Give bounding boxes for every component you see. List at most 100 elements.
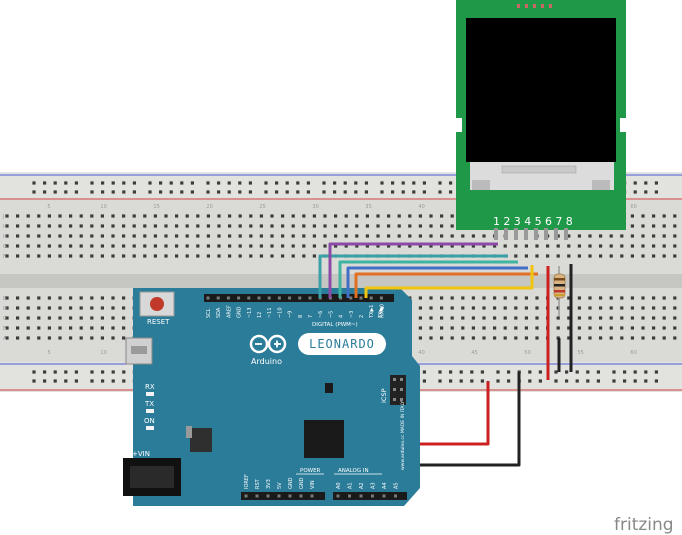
breadboard-hole — [281, 224, 285, 228]
breadboard-hole — [471, 234, 475, 238]
breadboard-hole — [567, 244, 571, 248]
breadboard-hole — [514, 316, 518, 320]
breadboard-hole — [588, 254, 592, 258]
row-letter: E — [3, 296, 6, 302]
rail-hole — [401, 181, 405, 185]
breadboard-hole — [26, 234, 30, 238]
rail-hole — [238, 181, 242, 185]
resistor — [553, 266, 566, 316]
breadboard-hole — [652, 306, 656, 310]
breadboard-hole — [122, 244, 126, 248]
header-pin — [299, 494, 303, 498]
icsp-label: ICSP — [380, 388, 388, 403]
breadboard-hole — [334, 214, 338, 218]
rail-hole — [596, 370, 600, 374]
breadboard-hole — [482, 244, 486, 248]
breadboard-hole — [259, 214, 263, 218]
rail-hole — [565, 379, 569, 383]
rail-hole — [322, 190, 326, 194]
breadboard-hole — [365, 214, 369, 218]
breadboard-hole — [58, 306, 62, 310]
breadboard-hole — [514, 244, 518, 248]
header-pin — [348, 494, 351, 498]
row-letter: A — [3, 336, 7, 342]
breadboard-hole — [588, 326, 592, 330]
voltage-regulator — [190, 428, 212, 452]
breadboard-hole — [567, 306, 571, 310]
breadboard-hole — [514, 306, 518, 310]
breadboard-hole — [291, 214, 295, 218]
breadboard-hole — [673, 296, 677, 300]
breadboard-hole — [387, 234, 391, 238]
breadboard-hole — [355, 224, 359, 228]
breadboard-hole — [450, 326, 454, 330]
pin-label: A5 — [394, 482, 400, 489]
breadboard-hole — [100, 254, 104, 258]
header-pin — [244, 494, 248, 498]
pin-label: 12 — [257, 312, 263, 318]
breadboard-hole — [652, 244, 656, 248]
rail-hole — [380, 181, 384, 185]
reset-button-cap[interactable] — [150, 297, 164, 311]
breadboard-hole — [461, 244, 465, 248]
rail-hole — [64, 370, 68, 374]
breadboard-hole — [291, 244, 295, 248]
breadboard-hole — [493, 326, 497, 330]
breadboard-hole — [249, 224, 253, 228]
breadboard-hole — [577, 306, 581, 310]
breadboard-hole — [132, 214, 136, 218]
breadboard-hole — [16, 326, 20, 330]
breadboard-hole — [514, 326, 518, 330]
breadboard-hole — [641, 234, 645, 238]
rail-hole — [633, 379, 637, 383]
rail-hole — [43, 181, 47, 185]
display-tab-left — [472, 180, 490, 190]
breadboard-hole — [514, 336, 518, 340]
pin-label: GND — [237, 306, 243, 318]
rail-hole — [275, 181, 279, 185]
breadboard-hole — [588, 316, 592, 320]
breadboard-hole — [652, 234, 656, 238]
breadboard-hole — [620, 234, 624, 238]
rail-hole — [74, 379, 78, 383]
micro-usb-opening — [131, 346, 147, 354]
breadboard-hole — [556, 326, 560, 330]
breadboard-hole — [429, 224, 433, 228]
breadboard-hole — [312, 244, 316, 248]
header-pin — [237, 296, 241, 300]
breadboard-hole — [79, 214, 83, 218]
rail-hole — [565, 370, 569, 374]
rail-hole — [306, 190, 310, 194]
column-number: 35 — [365, 204, 371, 210]
breadboard-hole — [196, 224, 200, 228]
column-number: 20 — [206, 204, 212, 210]
breadboard-hole — [16, 254, 20, 258]
power-jack-inner — [130, 466, 174, 488]
breadboard-hole — [79, 336, 83, 340]
breadboard-hole — [69, 336, 73, 340]
breadboard-hole — [599, 296, 603, 300]
breadboard-hole — [238, 254, 242, 258]
breadboard-hole — [429, 234, 433, 238]
breadboard-hole — [122, 316, 126, 320]
orange-signal-wire — [354, 272, 538, 298]
breadboard-hole — [429, 336, 433, 340]
rail-hole — [438, 190, 442, 194]
rail-hole — [507, 379, 511, 383]
breadboard-hole — [47, 316, 51, 320]
breadboard-hole — [37, 336, 41, 340]
breadboard-hole — [429, 326, 433, 330]
breadboard-hole — [100, 306, 104, 310]
breadboard-hole — [440, 244, 444, 248]
breadboard-hole — [662, 244, 666, 248]
breadboard-hole — [26, 326, 30, 330]
atmega32u4-chip — [304, 420, 344, 458]
column-number: 60 — [630, 204, 636, 210]
breadboard-hole — [344, 224, 348, 228]
breadboard-hole — [312, 224, 316, 228]
column-number: 55 — [577, 350, 583, 356]
breadboard-hole — [217, 214, 221, 218]
rail-hole — [296, 181, 300, 185]
breadboard-hole — [461, 296, 465, 300]
breadboard-hole — [5, 336, 9, 340]
